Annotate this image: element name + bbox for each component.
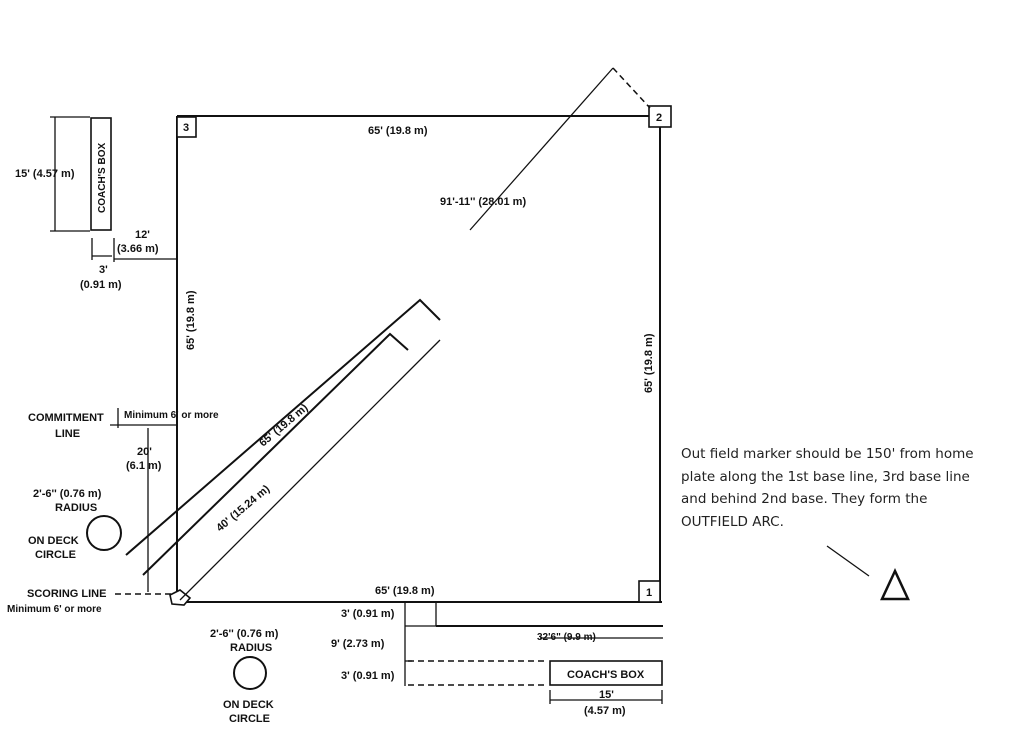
commitment-label-1: COMMITMENT xyxy=(28,412,104,424)
left-coach-box: COACH'S BOX xyxy=(90,117,112,231)
pitch-line-40 xyxy=(142,332,409,576)
bottom-ondeck-radius-2: RADIUS xyxy=(230,642,272,654)
third-base-number: 3 xyxy=(183,122,189,134)
bottom-baseline-label: 65' (19.8 m) xyxy=(375,585,435,597)
commitment-minimum: Minimum 6' or more xyxy=(124,410,219,421)
scoring-line-label: SCORING LINE xyxy=(27,588,106,600)
diagonal-line-upper xyxy=(469,67,614,231)
outfield-marker-triangle-icon xyxy=(880,568,910,601)
commitment-distance-m: (6.1 m) xyxy=(126,460,162,472)
diagonal-line-lower xyxy=(179,339,441,601)
outfield-pointer-line xyxy=(826,545,870,577)
diagonal-extension-dash xyxy=(612,67,651,109)
coach-box-offset-m: (3.66 m) xyxy=(117,243,159,255)
bottom-coach-box: COACH'S BOX xyxy=(549,660,663,686)
bottom-ondeck-circle xyxy=(233,656,267,690)
left-ondeck-label-2: CIRCLE xyxy=(35,549,76,561)
outfield-note-line-1: Out field marker should be 150' from hom… xyxy=(681,446,974,462)
bottom-ondeck-label-2: CIRCLE xyxy=(229,713,270,725)
scoring-minimum: Minimum 6' or more xyxy=(7,604,102,615)
bottom-line-length: 32'6" (9.9 m) xyxy=(537,632,596,643)
left-coach-box-label: COACH'S BOX xyxy=(97,143,108,213)
third-base: 3 xyxy=(176,116,197,138)
bottom-offset-3: 3' (0.91 m) xyxy=(341,670,395,682)
bottom-ondeck-label-1: ON DECK xyxy=(223,699,274,711)
first-base-number: 1 xyxy=(646,587,652,599)
first-base: 1 xyxy=(638,580,661,603)
pitch-line-65 xyxy=(125,298,441,556)
second-base: 2 xyxy=(648,105,672,128)
bottom-coach-box-length-ft: 15' xyxy=(599,689,614,701)
pitch-40-label: 40' (15.24 m) xyxy=(214,483,272,535)
left-ondeck-label-1: ON DECK xyxy=(28,535,79,547)
left-ondeck-circle xyxy=(86,515,122,551)
diagonal-label: 91'-11'' (28.01 m) xyxy=(440,196,526,208)
bottom-ondeck-radius-1: 2'-6'' (0.76 m) xyxy=(210,628,279,640)
home-plate xyxy=(169,589,192,606)
left-ondeck-radius-1: 2'-6'' (0.76 m) xyxy=(33,488,102,500)
coach-box-width-m: (0.91 m) xyxy=(80,279,122,291)
top-baseline-label: 65' (19.8 m) xyxy=(368,125,428,137)
left-coach-box-length: 15' (4.57 m) xyxy=(15,168,75,180)
pitch-65-label: 65' (19.8 m) xyxy=(257,402,311,450)
right-baseline-label: 65' (19.8 m) xyxy=(643,333,655,393)
outfield-note: Out field marker should be 150' from hom… xyxy=(681,443,1021,533)
left-ondeck-radius-2: RADIUS xyxy=(55,502,97,514)
coach-box-offset-ft: 12' xyxy=(135,229,150,241)
left-baseline-label: 65' (19.8 m) xyxy=(185,290,197,350)
second-base-number: 2 xyxy=(656,112,662,124)
base-square xyxy=(176,115,662,603)
bottom-coach-box-label: COACH'S BOX xyxy=(567,669,645,681)
outfield-note-line-4: OUTFIELD ARC. xyxy=(681,513,784,530)
bottom-offset-2: 9' (2.73 m) xyxy=(331,638,385,650)
outfield-note-line-2: plate along the 1st base line, 3rd base … xyxy=(681,468,970,485)
outfield-note-line-3: and behind 2nd base. They form the xyxy=(681,491,928,507)
coach-box-width-ft: 3' xyxy=(99,264,108,276)
commitment-label-2: LINE xyxy=(55,428,80,440)
bottom-offset-1: 3' (0.91 m) xyxy=(341,608,395,620)
commitment-distance-ft: 20' xyxy=(137,446,152,458)
bottom-coach-box-length-m: (4.57 m) xyxy=(584,705,626,717)
